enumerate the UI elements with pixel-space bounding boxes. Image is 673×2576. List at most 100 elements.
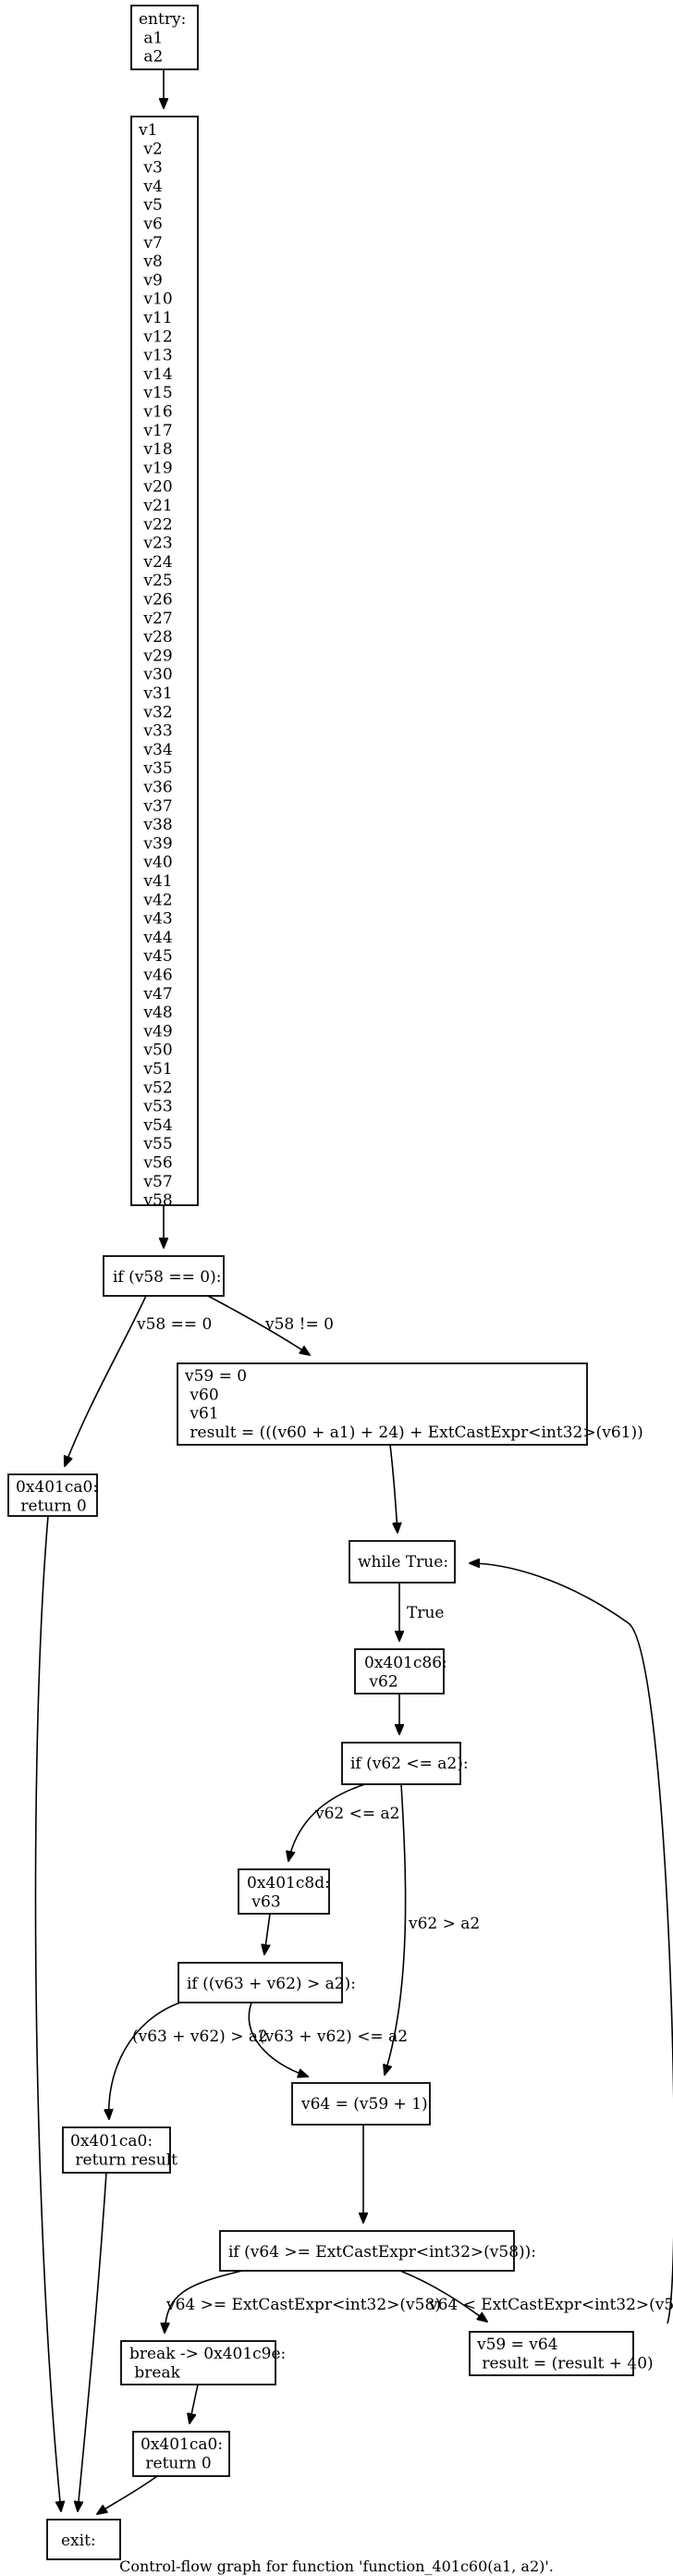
node-line: v16 bbox=[139, 403, 173, 422]
node-line: result = (result + 40) bbox=[477, 2354, 654, 2373]
node-vars-box bbox=[130, 116, 199, 1206]
edge-if-v58-ret0 bbox=[65, 1295, 147, 1466]
edge-if-v62-v64 bbox=[385, 1783, 407, 2075]
node-line: v42 bbox=[139, 891, 173, 909]
node-line: v38 bbox=[139, 816, 173, 834]
node-entry: entry: a1 a2 bbox=[139, 10, 186, 67]
edge-if-v58-init bbox=[207, 1295, 310, 1355]
node-line: v58 bbox=[139, 1191, 173, 1210]
edge-if-v63-ret-result bbox=[109, 2002, 181, 2119]
edge-if-v63-v64 bbox=[248, 2002, 308, 2077]
node-line: v39 bbox=[139, 834, 173, 853]
node-line: v14 bbox=[139, 365, 173, 384]
edge-break-ret0 bbox=[190, 2384, 199, 2423]
node-line: v40 bbox=[139, 854, 173, 872]
edge-label-v62-le: v62 <= a2 bbox=[314, 1805, 399, 1823]
node-line: v3 bbox=[139, 159, 163, 178]
node-exit: exit: bbox=[61, 2532, 96, 2550]
node-v64: v64 = (v59 + 1) bbox=[300, 2095, 428, 2114]
node-line: v23 bbox=[139, 535, 173, 553]
node-ret-result-box bbox=[62, 2126, 171, 2174]
node-ret0-b: 0x401ca0: return 0 bbox=[141, 2435, 223, 2472]
node-if-v64-box bbox=[219, 2230, 515, 2272]
node-line: v26 bbox=[139, 591, 173, 610]
edge-label-true: True bbox=[407, 1604, 444, 1622]
edge-if-v62-401c8d bbox=[288, 1783, 366, 1861]
node-line: 0x401ca0: bbox=[16, 1478, 98, 1497]
node-line: v50 bbox=[139, 1041, 173, 1060]
edge-v59upd-while bbox=[470, 1563, 673, 2324]
node-line: v8 bbox=[139, 253, 163, 271]
node-line: v31 bbox=[139, 684, 173, 703]
node-ret0-b-box bbox=[132, 2431, 230, 2477]
node-line: v44 bbox=[139, 929, 173, 947]
node-line: v22 bbox=[139, 515, 173, 534]
node-line: v2 bbox=[139, 140, 163, 158]
node-vars: v1 v2 v3 v4 v5 v6 v7 v8 v9 v10 v11 v12 v… bbox=[138, 121, 173, 1210]
node-line: v64 = (v59 + 1) bbox=[300, 2095, 428, 2114]
edge-401c8d-if-v63 bbox=[264, 1913, 271, 1954]
node-line: v5 bbox=[139, 196, 163, 215]
node-line: v24 bbox=[139, 553, 173, 572]
node-init-box bbox=[177, 1362, 588, 1446]
node-break: break -> 0x401c9e: break bbox=[129, 2345, 286, 2382]
node-line: v56 bbox=[139, 1154, 173, 1173]
node-v59upd: v59 = v64 result = (result + 40) bbox=[476, 2336, 654, 2373]
node-line: v7 bbox=[139, 234, 163, 253]
node-line: break bbox=[129, 2363, 181, 2382]
node-line: v12 bbox=[139, 327, 173, 346]
edge-labels: v58 == 0 v58 != 0 True v62 <= a2 v62 > a… bbox=[132, 1315, 673, 2314]
edge-label-v58-ne: v58 != 0 bbox=[264, 1315, 334, 1334]
node-line: 0x401ca0: bbox=[70, 2132, 153, 2151]
node-line: v19 bbox=[139, 459, 173, 477]
node-line: v59 = 0 bbox=[184, 1367, 247, 1386]
node-line: v36 bbox=[139, 779, 173, 797]
edge-label-v64-ge: v64 >= ExtCastExpr<int32>(v58) bbox=[165, 2296, 441, 2314]
node-line: v54 bbox=[139, 1116, 173, 1135]
node-v64-box bbox=[291, 2082, 431, 2126]
node-line: v52 bbox=[139, 1078, 173, 1097]
node-while-box bbox=[349, 1540, 456, 1584]
node-401c86-box bbox=[354, 1648, 445, 1695]
node-line: v49 bbox=[139, 1022, 173, 1041]
edge-label-v63-le: (v63 + v62) <= a2 bbox=[259, 2028, 408, 2046]
node-line: v6 bbox=[139, 216, 163, 234]
node-line: 0x401ca0: bbox=[141, 2435, 223, 2454]
edge-if-v64-v59upd bbox=[399, 2270, 487, 2322]
edge-if-v64-break bbox=[165, 2270, 243, 2333]
node-line: if (v58 == 0): bbox=[113, 1268, 221, 1287]
node-break-box bbox=[120, 2340, 276, 2385]
node-line: v10 bbox=[139, 290, 173, 309]
node-line: v59 = v64 bbox=[476, 2336, 558, 2354]
node-line: v13 bbox=[139, 347, 173, 365]
node-if-v64: if (v64 >= ExtCastExpr<int32>(v58)): bbox=[228, 2243, 536, 2262]
node-line: v18 bbox=[139, 440, 173, 459]
node-if-v62: if (v62 <= a2): bbox=[350, 1755, 469, 1773]
node-line: return result bbox=[70, 2151, 177, 2169]
edge-label-v63-gt: (v63 + v62) > a2 bbox=[132, 2028, 268, 2046]
node-line: v27 bbox=[139, 610, 173, 628]
node-line: v48 bbox=[139, 1004, 173, 1022]
node-line: return 0 bbox=[141, 2454, 212, 2472]
edges bbox=[34, 69, 673, 2514]
node-ret0-a-box bbox=[7, 1473, 98, 1517]
node-line: v30 bbox=[139, 666, 173, 684]
node-line: if (v64 >= ExtCastExpr<int32>(v58)): bbox=[228, 2243, 536, 2262]
node-line: v25 bbox=[139, 572, 173, 590]
node-entry-box bbox=[130, 5, 199, 70]
node-line: a1 bbox=[139, 29, 163, 47]
node-line: v62 bbox=[364, 1672, 398, 1691]
node-line: v9 bbox=[139, 271, 163, 290]
node-line: if (v62 <= a2): bbox=[350, 1755, 469, 1773]
edge-ret0b-exit bbox=[97, 2475, 158, 2514]
node-line: 0x401c8d: bbox=[247, 1874, 330, 1892]
node-line: if ((v63 + v62) > a2): bbox=[187, 1975, 356, 1993]
node-line: 0x401c86: bbox=[364, 1654, 447, 1672]
node-line: v53 bbox=[139, 1098, 173, 1116]
node-line: v43 bbox=[139, 910, 173, 929]
node-401c86: 0x401c86: v62 bbox=[364, 1654, 447, 1691]
node-line: v61 bbox=[185, 1405, 219, 1424]
nodes: entry: a1 a2 v1 v2 v3 v4 v5 v6 v7 v8 v9 … bbox=[7, 5, 654, 2560]
node-line: v63 bbox=[247, 1892, 281, 1911]
node-line: while True: bbox=[358, 1553, 448, 1571]
